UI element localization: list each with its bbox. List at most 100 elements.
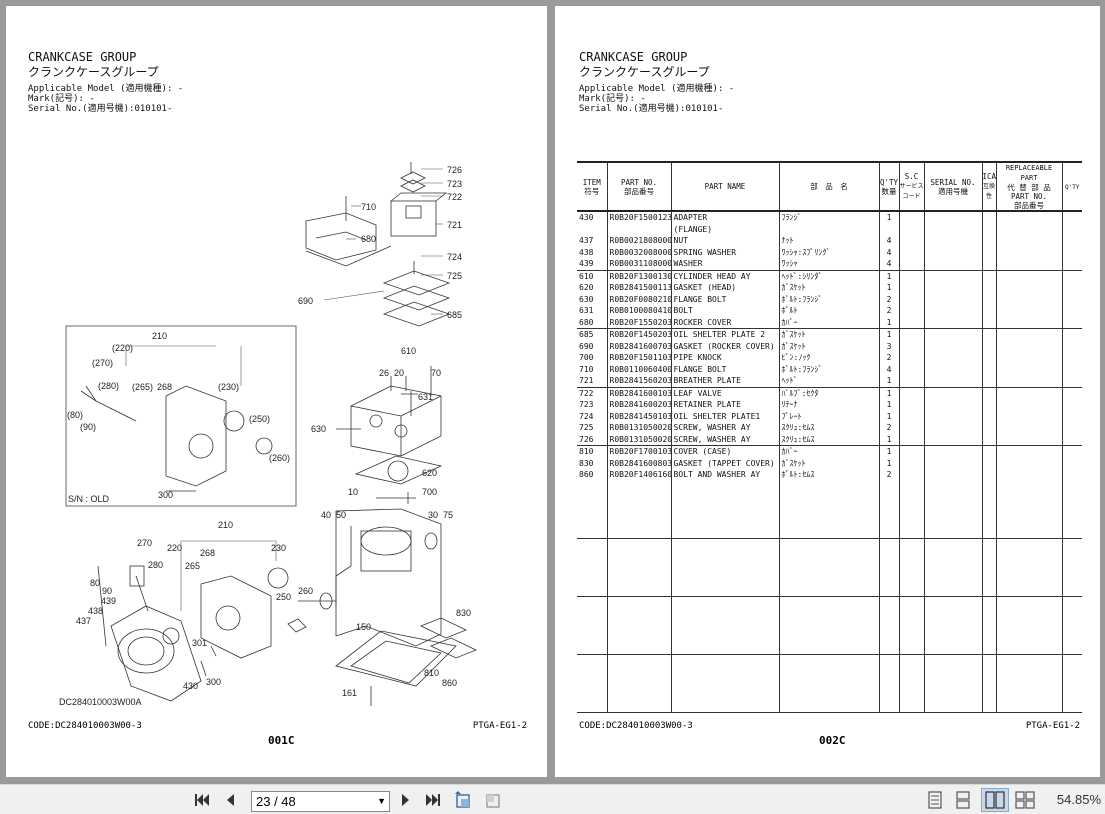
part-no-cell: R0B20F1550203 — [606, 316, 671, 329]
part-no-cell: R0B2841560203 — [606, 375, 671, 388]
svg-text:(265): (265) — [132, 382, 153, 392]
replaceable-part-no-cell — [995, 235, 1062, 247]
page-number-select[interactable]: 23 / 48 ▼ — [251, 791, 390, 812]
part-name-cell: CYLINDER HEAD AY — [670, 270, 779, 282]
prev-page-icon[interactable] — [219, 785, 241, 814]
first-page-icon[interactable] — [190, 785, 214, 814]
page-title: CRANKCASE GROUP — [28, 50, 137, 64]
svg-text:830: 830 — [456, 608, 471, 618]
qty-cell: 2 — [878, 469, 899, 481]
sc-cell — [898, 211, 924, 224]
qty-cell: 3 — [878, 340, 899, 352]
continuous-icon[interactable] — [952, 785, 974, 814]
sc-cell — [898, 235, 924, 247]
item-cell — [577, 224, 607, 236]
serial-cell — [923, 375, 982, 388]
svg-text:250: 250 — [276, 592, 291, 602]
sc-cell — [898, 293, 924, 305]
part-no-cell: R0B2841600103 — [606, 387, 671, 399]
jp-name-cell: ﾌﾟﾚｰﾄ — [778, 410, 879, 422]
serial-cell — [923, 387, 982, 399]
replaceable-qty-cell — [1061, 422, 1082, 434]
jp-name-cell: ﾎﾞﾙﾄ — [778, 305, 879, 317]
svg-text:430: 430 — [183, 681, 198, 691]
svg-text:300: 300 — [158, 490, 173, 500]
replaceable-qty-cell — [1061, 352, 1082, 364]
part-name-cell: SCREW, WASHER AY — [670, 433, 779, 446]
empty-cell — [878, 654, 899, 713]
empty-cell — [878, 596, 899, 655]
empty-table-row — [577, 480, 1082, 539]
replaceable-part-no-cell — [995, 469, 1062, 481]
item-cell: 438 — [579, 247, 594, 257]
part-no-cell: R0B0110060400 — [606, 363, 671, 375]
sc-cell — [898, 270, 924, 282]
part-name-cell: RETAINER PLATE — [670, 399, 779, 411]
svg-text:268: 268 — [157, 382, 172, 392]
replaceable-qty-cell — [1061, 328, 1082, 341]
replaceable-part-no-cell — [995, 352, 1062, 364]
two-page-continuous-icon[interactable] — [1013, 785, 1037, 814]
next-page-icon[interactable] — [395, 785, 417, 814]
qty-cell: 4 — [878, 235, 899, 247]
qty-cell: 1 — [878, 328, 899, 341]
ica-cell — [981, 316, 996, 329]
part-name-cell: SPRING WASHER — [670, 246, 779, 258]
empty-cell — [898, 480, 924, 539]
svg-text:690: 690 — [298, 296, 313, 306]
svg-text:(90): (90) — [80, 422, 96, 432]
qty-cell: 1 — [878, 399, 899, 411]
part-no-cell: R0B0131050020 — [606, 422, 671, 434]
empty-cell — [606, 480, 671, 539]
zoom-level[interactable]: 54.85% — [1056, 792, 1101, 807]
replaceable-part-no-cell — [995, 305, 1062, 317]
sc-cell — [898, 387, 924, 399]
qty-cell: 4 — [878, 363, 899, 375]
empty-cell — [995, 654, 1062, 713]
svg-text:210: 210 — [152, 331, 167, 341]
svg-text:685: 685 — [447, 310, 462, 320]
svg-text:260: 260 — [298, 586, 313, 596]
page-number: 002C — [819, 734, 846, 747]
part-no-cell: R0B0131050020 — [606, 433, 671, 446]
qty-cell: 2 — [878, 352, 899, 364]
last-page-icon[interactable] — [421, 785, 445, 814]
part-name-cell: FLANGE BOLT — [670, 363, 779, 375]
empty-cell — [606, 654, 671, 713]
empty-cell — [981, 596, 996, 655]
part-no-cell: R0B0021808000 — [606, 235, 671, 247]
serial-cell — [923, 352, 982, 364]
serial-cell — [923, 422, 982, 434]
empty-cell — [878, 480, 899, 539]
empty-cell — [1061, 538, 1082, 597]
two-page-icon[interactable] — [981, 788, 1009, 812]
sc-cell — [898, 399, 924, 411]
rotate-clockwise-icon[interactable] — [451, 785, 475, 814]
qty-cell: 2 — [878, 305, 899, 317]
empty-table-row — [577, 654, 1082, 713]
single-page-icon[interactable] — [924, 785, 946, 814]
part-name-cell: GASKET (HEAD) — [670, 282, 779, 294]
jp-name-cell: ﾍｯﾄﾞ — [778, 375, 879, 388]
empty-cell — [577, 654, 607, 713]
sc-cell — [898, 433, 924, 446]
page-number: 001C — [268, 734, 295, 747]
old-label: S/N : OLD — [68, 494, 110, 504]
item-cell: 430 — [579, 213, 594, 222]
replaceable-qty-cell — [1061, 282, 1082, 294]
empty-cell — [1061, 480, 1082, 539]
jp-name-cell: ﾎﾞﾙﾄ:ｾﾑｽ — [778, 469, 879, 481]
rotate-counterclockwise-icon[interactable] — [481, 785, 505, 814]
